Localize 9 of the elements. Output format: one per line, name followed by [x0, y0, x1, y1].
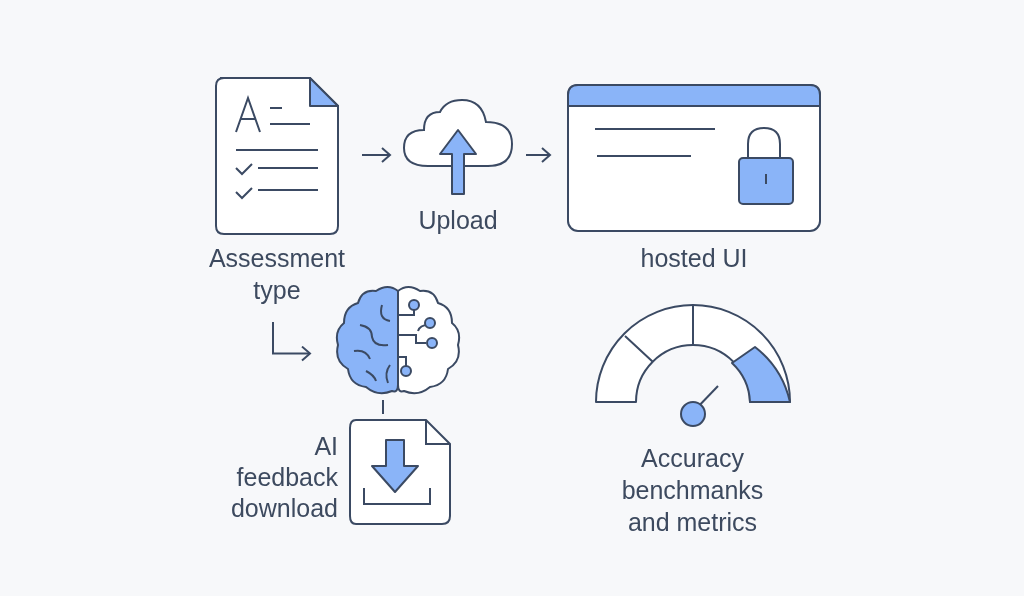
node-label: hosted UI — [640, 243, 748, 274]
connector-line — [382, 399, 384, 415]
arrow — [272, 321, 311, 362]
arrow — [361, 147, 391, 163]
node-label: Upload — [418, 205, 498, 236]
node-label: Accuracy benchmanks and metrics — [620, 443, 765, 538]
node-label: AI feedback download — [229, 431, 338, 524]
node-label: Assessment type — [207, 243, 347, 306]
arrow — [525, 147, 551, 163]
